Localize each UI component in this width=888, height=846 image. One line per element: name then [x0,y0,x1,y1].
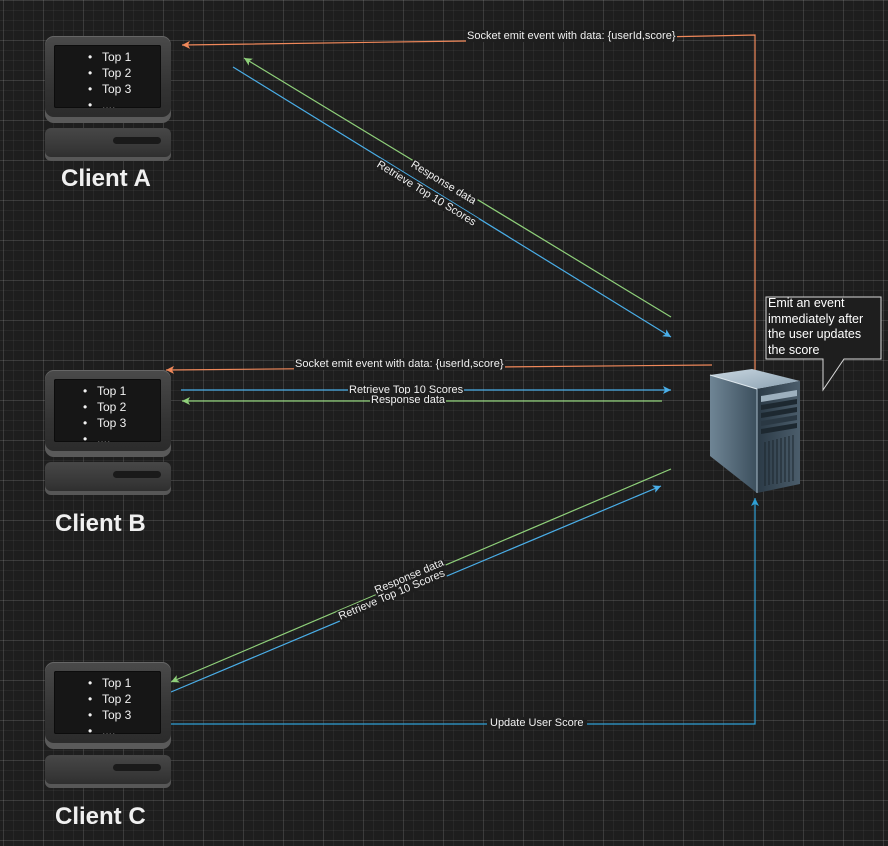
list-item: Top 3 [88,81,161,97]
edge-label-socket-a: Socket emit event with data: {userId,sco… [466,30,677,42]
list-item: Top 2 [88,691,161,707]
list-item: .... [83,431,161,442]
computer-case-icon [45,462,171,495]
computer-case-icon [45,755,171,788]
edge-update-user-score [171,498,759,725]
edge-label-response-b: Response data [370,394,446,406]
list-item: Top 3 [83,415,161,431]
list-item: Top 3 [88,707,161,723]
monitor-screen: Top 1 Top 2 Top 3 .... [54,379,161,442]
leaderboard-list: Top 1 Top 2 Top 3 .... [54,379,161,442]
list-item: Top 1 [83,383,161,399]
edge-label-socket-b: Socket emit event with data: {userId,sco… [294,358,505,370]
monitor-icon: Top 1 Top 2 Top 3 .... [45,36,171,123]
list-item: .... [88,723,161,734]
monitor-icon: Top 1 Top 2 Top 3 .... [45,662,171,749]
edge-label-update-c: Update User Score [487,717,587,729]
client-c-label: Client C [55,803,146,830]
computer-case-icon [45,128,171,161]
server-tower-icon [705,366,805,496]
list-item: .... [88,97,161,108]
client-a-label: Client A [61,165,151,192]
leaderboard-list: Top 1 Top 2 Top 3 .... [54,671,161,734]
list-item: Top 2 [83,399,161,415]
list-item: Top 2 [88,65,161,81]
monitor-icon: Top 1 Top 2 Top 3 .... [45,370,171,457]
note-callout-shape [765,296,882,392]
client-b-label: Client B [55,510,146,537]
server-note: Emit an event immediately after the user… [768,296,864,357]
edge-label-retrieve-b: Retrieve Top 10 Scores [348,384,465,396]
leaderboard-list: Top 1 Top 2 Top 3 .... [54,45,161,108]
list-item: Top 1 [88,675,161,691]
monitor-screen: Top 1 Top 2 Top 3 .... [54,671,161,734]
monitor-screen: Top 1 Top 2 Top 3 .... [54,45,161,108]
list-item: Top 1 [88,49,161,65]
